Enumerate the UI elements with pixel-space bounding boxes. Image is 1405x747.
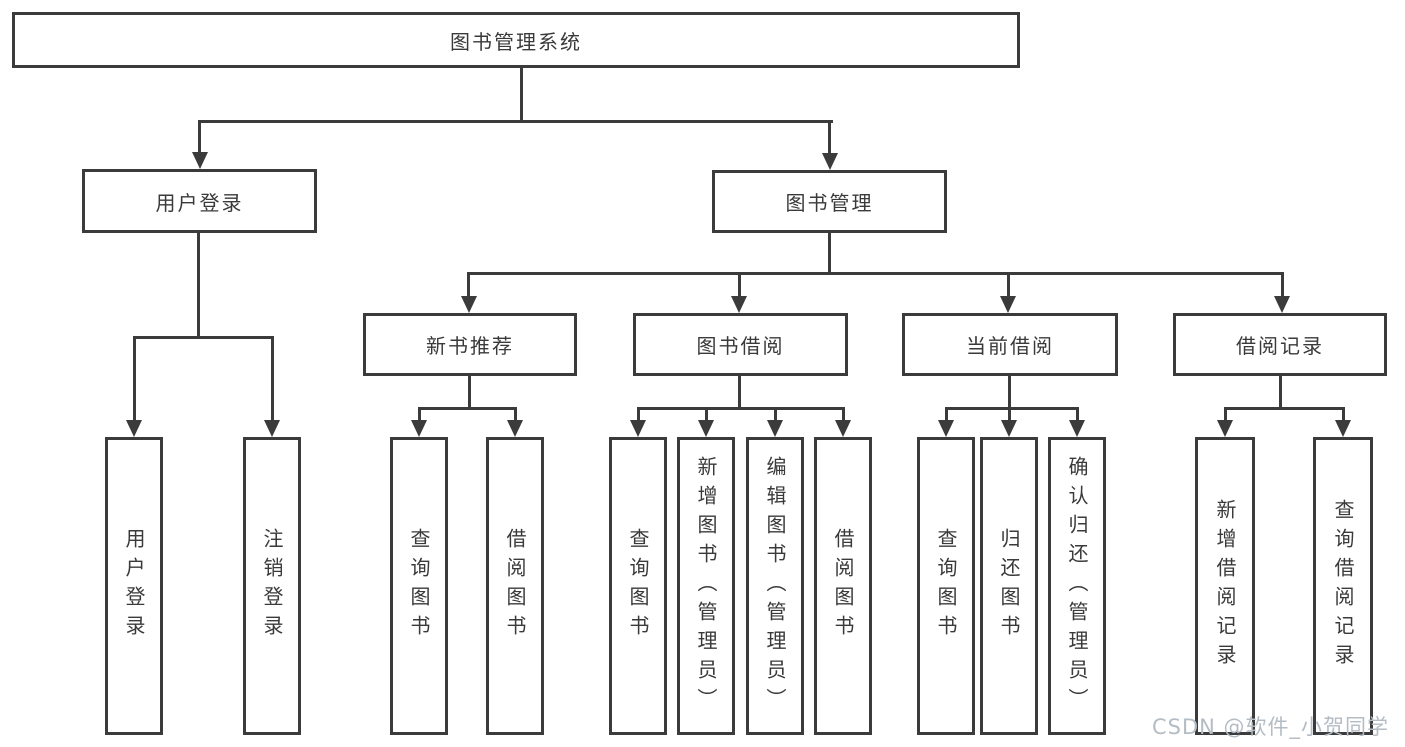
node-user-login-label: 用户登录 [155, 190, 244, 215]
leaf-br-add-record: 新增借阅记录 [1195, 437, 1255, 735]
leaf-br-query-record-label: 查询借阅记录 [1331, 499, 1355, 673]
connector-to-book-borrowing [738, 272, 741, 300]
connector-l3-rail [467, 272, 1284, 275]
node-new-book-recommend: 新书推荐 [363, 313, 577, 376]
arrow-to-bb-borrow [835, 420, 851, 437]
connector-userlogin-rail [133, 336, 274, 339]
node-book-borrowing-label: 图书借阅 [696, 334, 785, 358]
connector-to-borrowing-records [1281, 272, 1284, 300]
connector-to-bb-edit [774, 407, 777, 423]
connector-to-cb-return [1008, 407, 1011, 423]
leaf-nbr-query-books-label: 查询图书 [407, 528, 431, 644]
connector-to-br-query [1342, 407, 1345, 423]
node-current-borrowing: 当前借阅 [902, 313, 1118, 376]
connector-nbr-stub [468, 376, 471, 410]
arrow-to-nbr-query [411, 420, 427, 437]
arrow-to-new-book-recommend [461, 296, 477, 313]
connector-to-leaf-user-login [133, 336, 136, 424]
leaf-bb-edit-books-admin: 编辑图书（管理员） [746, 437, 804, 735]
arrow-to-book-borrowing [731, 296, 747, 313]
leaf-bb-add-books-admin: 新增图书（管理员） [677, 437, 735, 735]
arrow-to-leaf-user-login [126, 420, 142, 437]
connector-to-bb-add [705, 407, 708, 423]
arrow-to-borrowing-records [1274, 296, 1290, 313]
leaf-bb-borrow-books-label: 借阅图书 [831, 528, 855, 644]
leaf-br-add-record-label: 新增借阅记录 [1213, 499, 1237, 673]
leaf-bb-add-books-admin-label: 新增图书（管理员） [694, 455, 718, 717]
connector-cb-rail [945, 407, 1079, 410]
leaf-cb-return-books: 归还图书 [980, 437, 1038, 735]
arrow-to-cb-return [1001, 420, 1017, 437]
arrow-to-br-query [1335, 420, 1351, 437]
leaf-cb-confirm-return-admin: 确认归还（管理员） [1048, 437, 1106, 735]
connector-root-stub [520, 66, 523, 123]
leaf-cb-return-books-label: 归还图书 [997, 528, 1021, 644]
node-new-book-recommend-label: 新书推荐 [426, 334, 514, 358]
arrow-to-bb-add [698, 420, 714, 437]
leaf-nbr-borrow-books-label: 借阅图书 [503, 528, 527, 644]
leaf-cb-confirm-return-admin-label: 确认归还（管理员） [1065, 455, 1089, 717]
arrow-to-leaf-logout [264, 420, 280, 437]
connector-to-bb-query [637, 407, 640, 423]
node-book-borrowing: 图书借阅 [633, 313, 848, 376]
connector-br-stub [1279, 376, 1282, 410]
connector-nbr-rail [418, 407, 517, 410]
node-user-login: 用户登录 [82, 169, 317, 233]
connector-bb-rail [637, 407, 845, 410]
node-root: 图书管理系统 [12, 12, 1020, 68]
connector-to-bb-borrow [842, 407, 845, 423]
arrow-to-cb-confirm [1069, 420, 1085, 437]
connector-to-cb-query [945, 407, 948, 423]
node-book-management-label: 图书管理 [785, 191, 874, 215]
leaf-cb-query-books-label: 查询图书 [934, 528, 958, 644]
arrow-to-bb-query [630, 420, 646, 437]
arrow-to-nbr-borrow [507, 420, 523, 437]
leaf-bb-borrow-books: 借阅图书 [814, 437, 872, 735]
arrow-to-current-borrowing [1000, 296, 1016, 313]
leaf-user-login-label: 用户登录 [122, 528, 146, 644]
node-borrowing-records: 借阅记录 [1173, 313, 1387, 376]
csdn-watermark: CSDN @软件_小贺同学 [1152, 715, 1390, 739]
leaf-br-query-record: 查询借阅记录 [1313, 437, 1373, 735]
leaf-bb-edit-books-admin-label: 编辑图书（管理员） [763, 455, 787, 717]
connector-cb-stub [1008, 376, 1011, 410]
arrow-to-book-management [822, 153, 838, 170]
leaf-cb-query-books: 查询图书 [917, 437, 975, 735]
leaf-bb-query-books-label: 查询图书 [626, 528, 650, 644]
connector-userlogin-stub [197, 233, 200, 339]
node-current-borrowing-label: 当前借阅 [966, 334, 1054, 358]
leaf-logout: 注销登录 [243, 437, 301, 735]
connector-to-new-book-recommend [467, 272, 470, 300]
leaf-bb-query-books: 查询图书 [609, 437, 667, 735]
leaf-user-login: 用户登录 [105, 437, 163, 735]
connector-bookmgmt-stub [828, 233, 831, 275]
connector-l2-rail [198, 120, 833, 123]
leaf-nbr-borrow-books: 借阅图书 [486, 437, 544, 735]
connector-to-user-login [198, 120, 201, 156]
arrow-to-br-add [1217, 420, 1233, 437]
connector-to-nbr-borrow [514, 407, 517, 423]
arrow-to-bb-edit [767, 420, 783, 437]
leaf-logout-label: 注销登录 [260, 528, 284, 644]
connector-to-leaf-logout [271, 336, 274, 424]
connector-to-nbr-query [418, 407, 421, 423]
connector-to-current-borrowing [1007, 272, 1010, 300]
node-borrowing-records-label: 借阅记录 [1236, 334, 1324, 358]
node-root-label: 图书管理系统 [450, 29, 582, 54]
connector-to-br-add [1224, 407, 1227, 423]
arrow-to-user-login [192, 152, 208, 169]
node-book-management: 图书管理 [712, 170, 947, 233]
connector-br-rail [1224, 407, 1344, 410]
connector-bb-stub [738, 376, 741, 410]
arrow-to-cb-query [938, 420, 954, 437]
leaf-nbr-query-books: 查询图书 [390, 437, 448, 735]
connector-to-cb-confirm [1076, 407, 1079, 423]
connector-to-book-management [828, 120, 831, 157]
